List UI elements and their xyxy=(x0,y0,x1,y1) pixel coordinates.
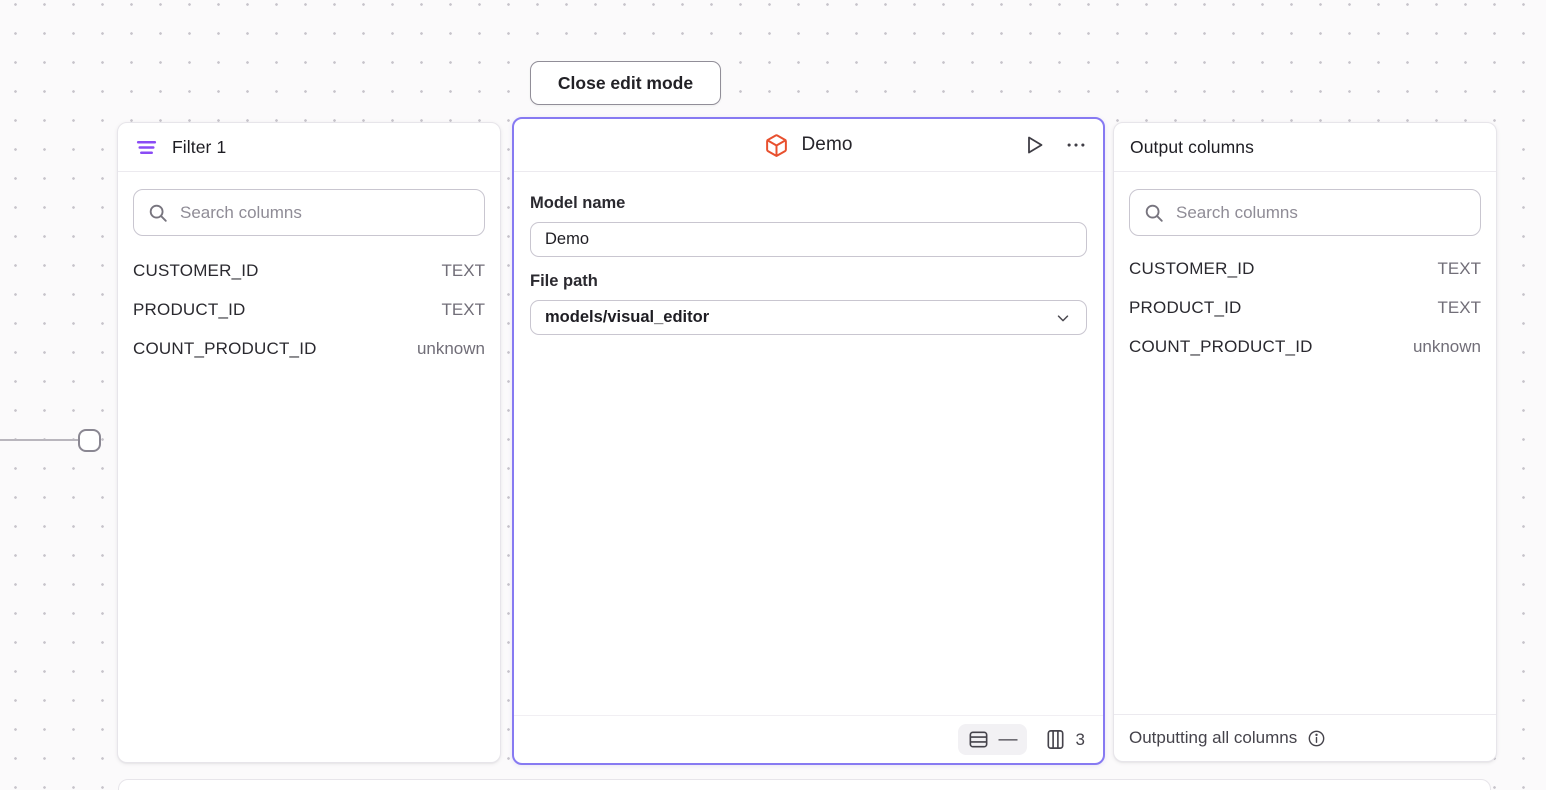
column-row[interactable]: PRODUCT_ID TEXT xyxy=(133,290,485,329)
output-panel-header: Output columns xyxy=(1114,123,1496,172)
model-name-label: Model name xyxy=(530,194,626,212)
more-options-button[interactable] xyxy=(1062,131,1090,159)
table-rows-icon xyxy=(967,728,990,751)
model-name-field-wrapper xyxy=(530,222,1087,257)
file-path-select[interactable]: models/visual_editor xyxy=(530,300,1087,335)
column-count-value: 3 xyxy=(1075,729,1085,749)
close-edit-mode-button[interactable]: Close edit mode xyxy=(530,61,721,105)
column-row[interactable]: CUSTOMER_ID TEXT xyxy=(1129,249,1481,288)
edge-connector-line xyxy=(0,439,79,441)
file-path-value: models/visual_editor xyxy=(545,308,710,326)
filter-search-box[interactable] xyxy=(133,189,485,236)
model-panel-header[interactable]: Demo xyxy=(514,119,1103,172)
model-panel-footer: — 3 xyxy=(514,715,1103,763)
filter-icon xyxy=(134,135,159,160)
search-icon xyxy=(1143,202,1165,224)
model-node-panel[interactable]: Demo Model name File path models/visual_… xyxy=(512,117,1105,765)
search-icon xyxy=(147,202,169,224)
file-path-label: File path xyxy=(530,272,598,290)
filter-panel-title: Filter 1 xyxy=(172,136,227,157)
column-name: COUNT_PRODUCT_ID xyxy=(133,338,317,358)
column-name: PRODUCT_ID xyxy=(133,299,246,319)
row-count-value: — xyxy=(998,729,1018,750)
column-name: PRODUCT_ID xyxy=(1129,297,1242,317)
run-model-button[interactable] xyxy=(1020,131,1048,159)
filter-panel-header[interactable]: Filter 1 xyxy=(118,123,500,172)
column-name: COUNT_PRODUCT_ID xyxy=(1129,336,1313,356)
filter-search-input[interactable] xyxy=(180,202,471,223)
table-columns-icon xyxy=(1044,728,1067,751)
output-search-box[interactable] xyxy=(1129,189,1481,236)
column-row[interactable]: PRODUCT_ID TEXT xyxy=(1129,288,1481,327)
info-icon[interactable] xyxy=(1306,728,1327,749)
row-count-stat[interactable]: — xyxy=(957,724,1027,755)
filter-column-list: CUSTOMER_ID TEXT PRODUCT_ID TEXT COUNT_P… xyxy=(118,251,500,368)
model-name-input[interactable] xyxy=(545,230,1072,249)
output-panel-footer: Outputting all columns xyxy=(1114,714,1496,761)
outputting-all-columns-text: Outputting all columns xyxy=(1129,728,1298,747)
column-row[interactable]: COUNT_PRODUCT_ID unknown xyxy=(133,329,485,368)
chevron-down-icon xyxy=(1054,309,1072,327)
output-panel-title: Output columns xyxy=(1130,136,1254,157)
output-columns-panel[interactable]: Output columns CUSTOMER_ID TEXT PRODUCT_… xyxy=(1113,122,1497,762)
column-type: unknown xyxy=(1412,336,1481,356)
column-row[interactable]: COUNT_PRODUCT_ID unknown xyxy=(1129,327,1481,366)
model-panel-title: Demo xyxy=(801,134,853,155)
column-name: CUSTOMER_ID xyxy=(133,260,259,280)
model-panel-body: Model name File path models/visual_edito… xyxy=(514,172,1103,763)
column-type: TEXT xyxy=(441,299,485,319)
column-type: TEXT xyxy=(441,260,485,280)
column-name: CUSTOMER_ID xyxy=(1129,258,1255,278)
output-column-list: CUSTOMER_ID TEXT PRODUCT_ID TEXT COUNT_P… xyxy=(1114,249,1496,366)
output-search-input[interactable] xyxy=(1176,202,1467,223)
column-type: TEXT xyxy=(1437,297,1481,317)
bottom-node-panel[interactable] xyxy=(118,779,1491,790)
column-type: TEXT xyxy=(1437,258,1481,278)
edge-connector-handle[interactable] xyxy=(78,429,101,452)
filter-node-panel[interactable]: Filter 1 CUSTOMER_ID TEXT PRODUCT_ID TEX… xyxy=(117,122,501,763)
column-row[interactable]: CUSTOMER_ID TEXT xyxy=(133,251,485,290)
column-count-stat[interactable]: 3 xyxy=(1042,724,1087,755)
model-cube-icon xyxy=(764,133,789,158)
column-type: unknown xyxy=(416,338,485,358)
